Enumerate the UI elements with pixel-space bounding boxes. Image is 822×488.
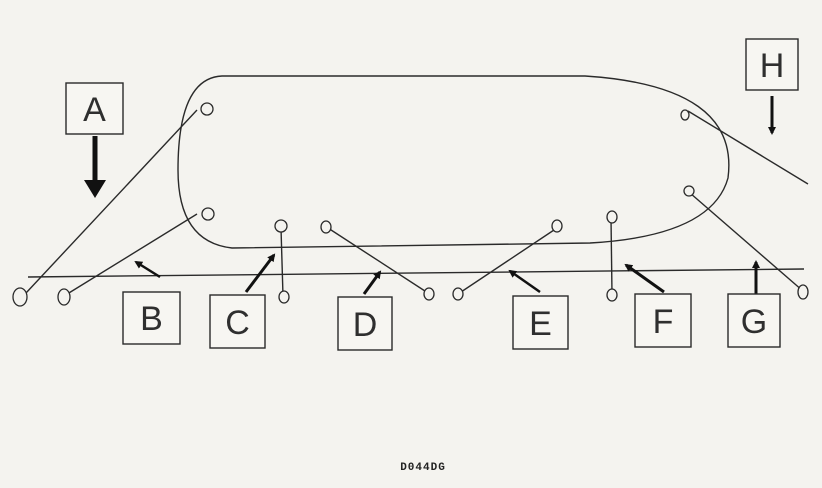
figure-code: D044DG: [400, 462, 446, 474]
arrow-b: [134, 260, 161, 279]
arrow-d: [362, 270, 382, 295]
label-box-g: [727, 293, 781, 348]
pin-g: [797, 284, 809, 300]
label-f: F: [653, 303, 674, 341]
ring-top-left: [200, 102, 214, 116]
cable-b: [63, 213, 198, 297]
label-h: H: [760, 47, 785, 85]
label-box-c: [209, 294, 266, 349]
label-c: C: [225, 304, 250, 342]
pin-f-bottom: [606, 288, 618, 302]
pin-d-top: [320, 220, 332, 234]
label-box-b: [122, 291, 181, 345]
cable-g: [689, 192, 804, 292]
link-d: [327, 227, 429, 294]
arrow-f: [624, 263, 665, 294]
ring-right: [683, 185, 695, 197]
pin-e-bottom: [452, 287, 464, 301]
cable-h: [687, 110, 809, 185]
label-e: E: [529, 305, 552, 343]
loop-outline: [177, 75, 730, 249]
pin-b: [57, 288, 71, 306]
label-box-f: [634, 293, 692, 348]
label-b: B: [140, 300, 163, 338]
pin-e-top: [551, 219, 563, 233]
label-a: A: [83, 91, 106, 129]
ring-bottom-left: [201, 207, 215, 221]
pin-c-bottom: [278, 290, 290, 304]
arrow-e: [508, 269, 541, 294]
link-c: [280, 227, 284, 297]
pin-a: [12, 287, 28, 307]
label-d: D: [353, 306, 378, 344]
pin-f-top: [606, 210, 618, 224]
link-e: [457, 227, 558, 295]
label-box-a: [65, 82, 124, 135]
ground-line: [27, 268, 805, 278]
label-box-e: [512, 295, 569, 350]
link-f: [610, 217, 613, 295]
label-box-h: [745, 38, 799, 91]
label-g: G: [741, 303, 767, 341]
arrow-c: [244, 253, 276, 293]
cable-a: [25, 109, 198, 294]
pin-c-top: [274, 219, 288, 233]
ring-top-right: [680, 109, 690, 121]
pin-d-bottom: [423, 287, 435, 301]
arrow-a-head: [84, 180, 106, 198]
label-box-d: [337, 296, 393, 351]
